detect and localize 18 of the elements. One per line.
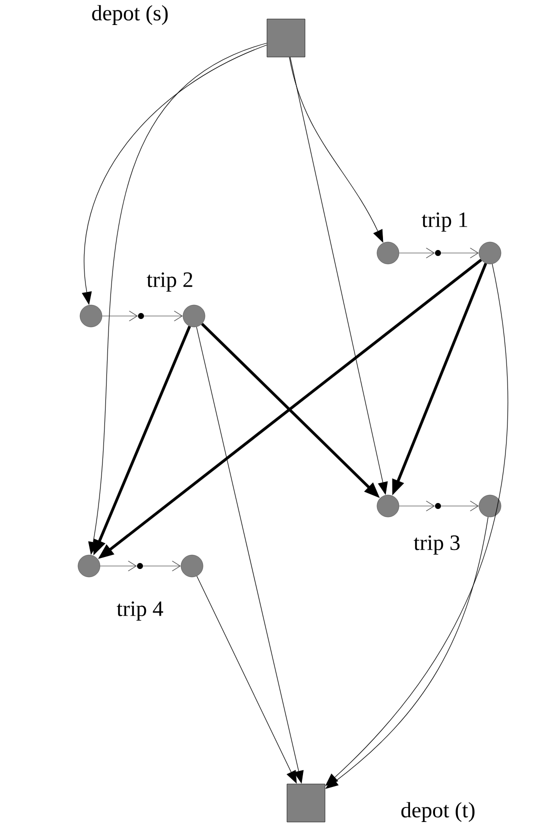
trip-label: trip 1 <box>422 212 468 232</box>
arrow <box>144 310 183 322</box>
trip-label: trip 2 <box>146 272 192 292</box>
arrow <box>142 560 181 572</box>
depot-label: depot (t) <box>401 802 474 822</box>
arrow <box>398 248 435 258</box>
trip-label: trip 3 <box>414 535 460 555</box>
arrow <box>440 248 479 258</box>
arrow <box>440 500 479 512</box>
circle-node <box>80 304 102 328</box>
arrow <box>398 500 435 512</box>
circle-node <box>180 554 204 578</box>
arrow <box>102 310 138 322</box>
trip-label: trip 4 <box>116 601 164 621</box>
arrow <box>100 560 137 572</box>
circle-node <box>478 494 502 518</box>
circle-node <box>478 242 502 264</box>
depot-label: depot (s) <box>92 5 168 25</box>
